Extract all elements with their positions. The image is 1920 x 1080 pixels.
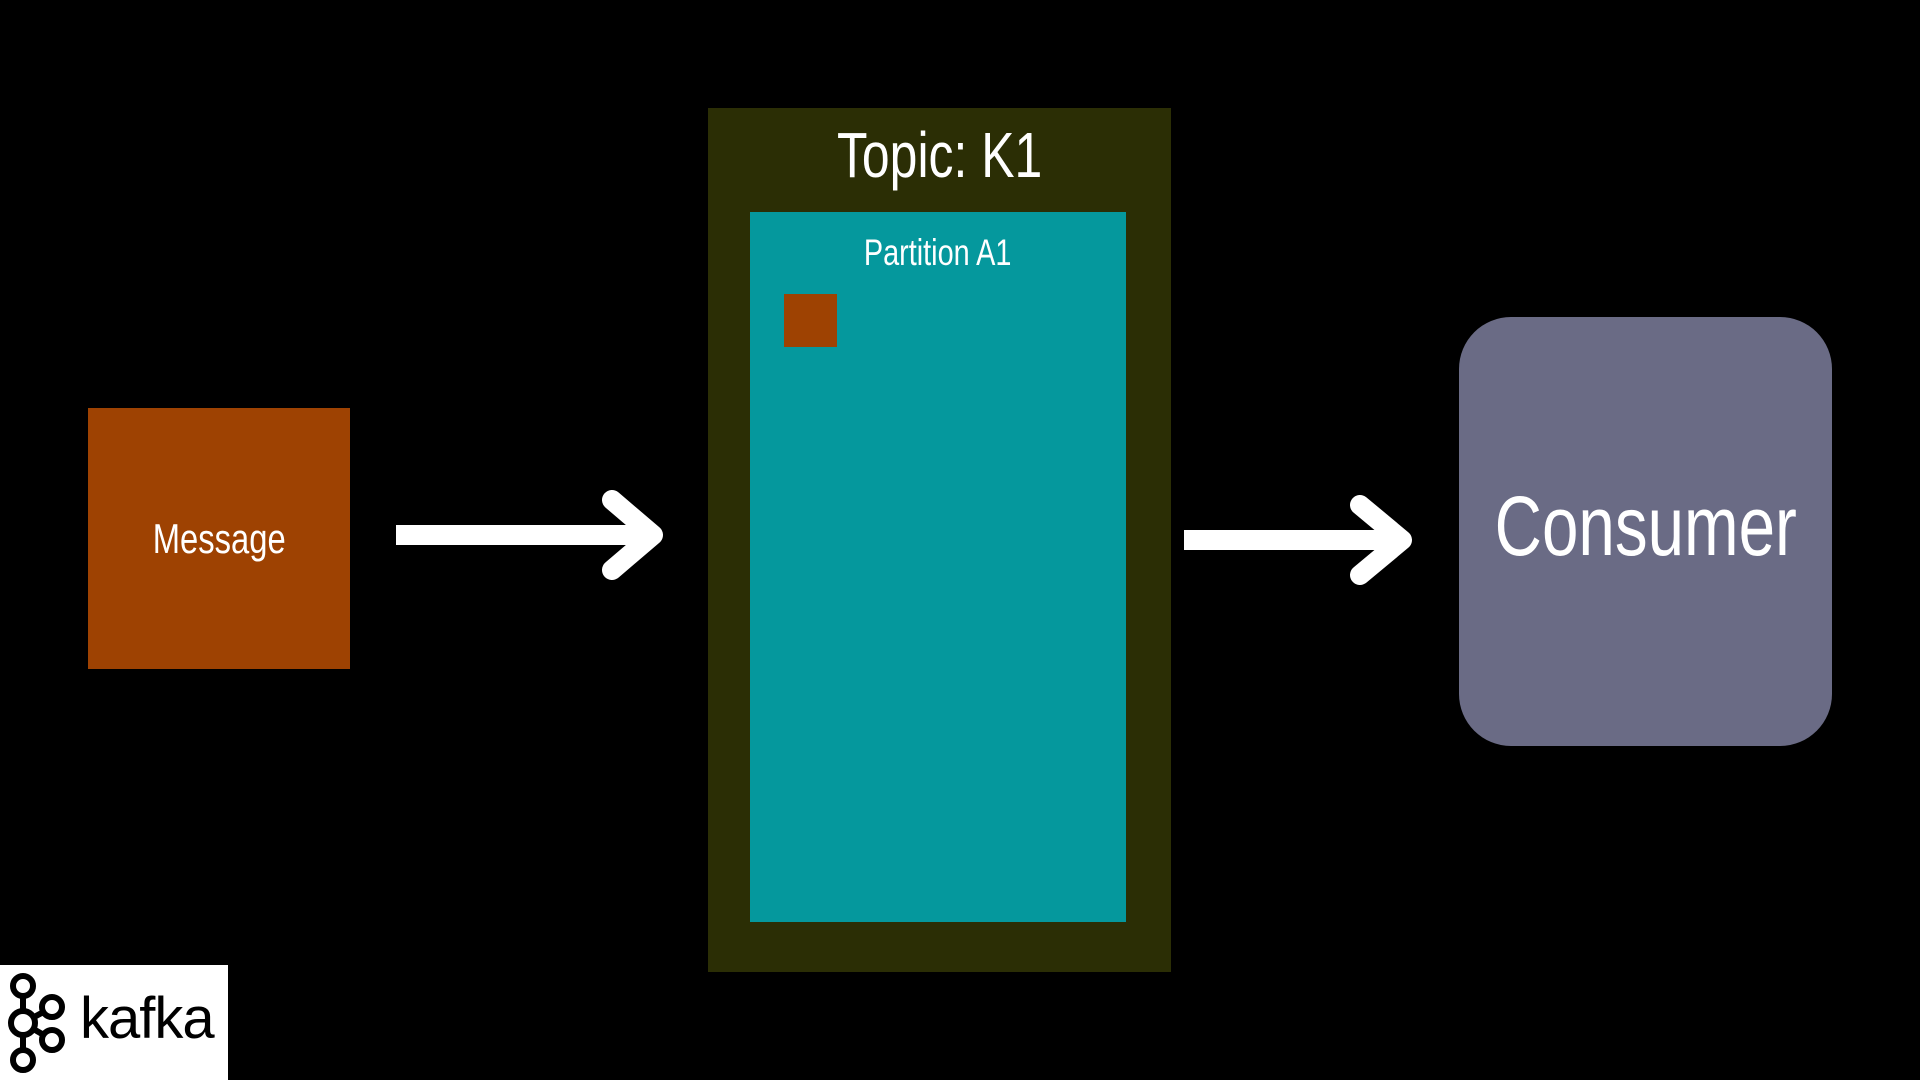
- partition-box: Partition A1: [750, 212, 1126, 922]
- stored-message: [784, 294, 837, 347]
- consumer-box: Consumer: [1459, 317, 1832, 746]
- arrow-message-to-topic: [396, 490, 663, 580]
- kafka-logo-text: kafka: [80, 986, 215, 1051]
- message-box: Message: [88, 408, 350, 669]
- kafka-logo: kafka: [0, 965, 228, 1080]
- message-label: Message: [152, 514, 286, 562]
- consumer-label: Consumer: [1494, 479, 1797, 573]
- kafka-logo-icon: [8, 973, 65, 1073]
- partition-label: Partition A1: [864, 232, 1012, 273]
- arrow-topic-to-consumer: [1184, 495, 1412, 585]
- topic-title: Topic: K1: [836, 119, 1043, 191]
